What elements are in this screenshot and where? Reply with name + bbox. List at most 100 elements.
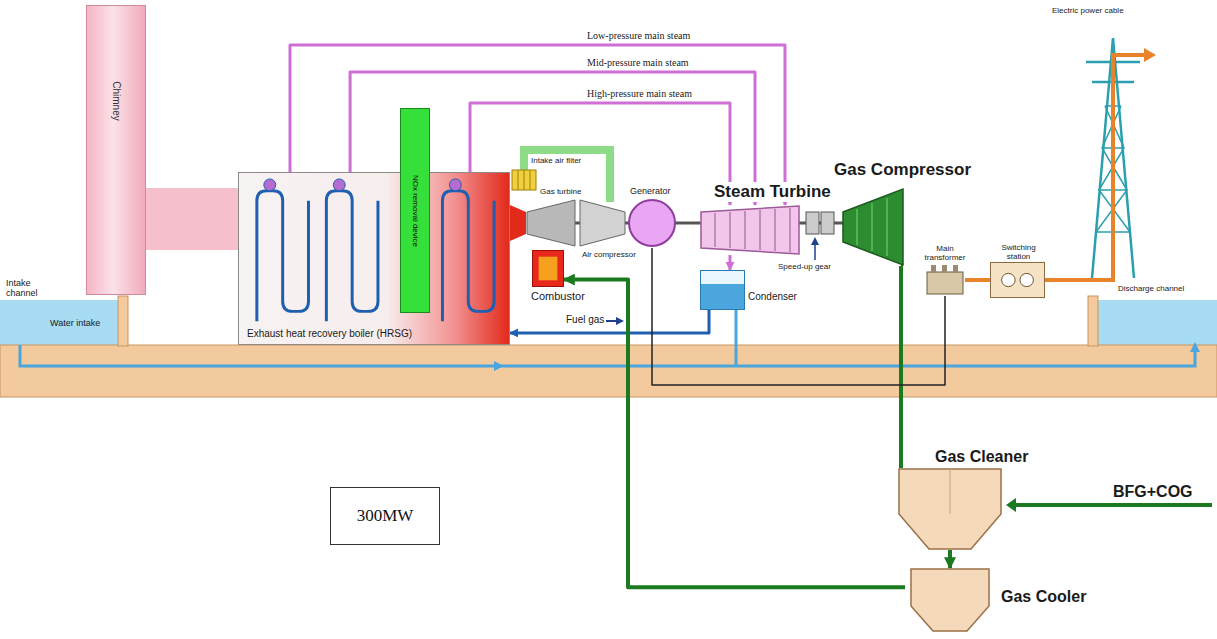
flow-line — [564, 280, 905, 588]
heat-recovery-boiler-shape — [326, 191, 378, 321]
main-transformer-shape — [925, 264, 965, 296]
heat-recovery-boiler-shape — [449, 179, 461, 191]
gas-turbine-set — [527, 200, 575, 246]
ground — [118, 296, 128, 346]
part-label: Intake channel — [6, 278, 64, 299]
fuel-gas-arrow — [606, 320, 617, 322]
gas-inlet-pipe — [1006, 498, 1212, 512]
steam-turbine-label: Steam Turbine — [712, 182, 833, 202]
combustor-label: Combustor — [531, 290, 585, 302]
gas-compressor-label: Gas Compressor — [834, 160, 971, 180]
intake-air-duct — [512, 170, 536, 190]
chimney-label: Chimney — [111, 81, 122, 120]
ground — [1098, 300, 1217, 345]
gas-cooler-shape — [911, 569, 989, 631]
heat-recovery-boiler-shape — [333, 179, 345, 191]
nox-removal-unit-label: NOx removal device — [411, 174, 420, 246]
part-label: Air compressor — [582, 250, 636, 259]
generator-shape — [627, 198, 677, 248]
ground — [0, 345, 1217, 397]
part-label: Electric power cable — [1052, 6, 1124, 15]
flow-label: Mid-pressure main steam — [585, 57, 691, 68]
speed-up-gear — [811, 237, 819, 245]
heat-recovery-boiler: Exhaust heat recovery boiler (HRSG) — [238, 172, 510, 345]
power-cable — [1045, 48, 1156, 280]
speed-up-gear — [821, 212, 834, 234]
cooling-water-pipe — [494, 361, 504, 371]
cooling-water-pipe — [20, 310, 1200, 371]
switching-station-shape — [1020, 273, 1033, 286]
gas-compressor-shape — [842, 188, 904, 266]
gas-cooler: Gas Cooler — [905, 568, 995, 632]
power-cable — [1144, 48, 1156, 62]
heat-recovery-boiler-shape — [264, 179, 276, 191]
combustor: Combustor — [532, 250, 564, 287]
gas-cleaner-label: Gas Cleaner — [935, 448, 1028, 466]
generator: Generator — [627, 198, 677, 248]
part-label: BFG+COG — [1113, 483, 1193, 501]
gas-cleaner: Gas Cleaner — [895, 468, 1005, 550]
fuel-gas-arrow — [616, 317, 624, 325]
main-transformer-shape — [953, 265, 958, 273]
switching-station-shape — [991, 263, 1044, 297]
steam-turbine: Steam Turbine — [700, 205, 800, 255]
capacity-box: 300MW — [330, 487, 440, 545]
main-transformer-shape — [931, 265, 936, 273]
heat-recovery-boiler-shape — [257, 191, 309, 321]
main-transformer-label: Main transformer — [919, 244, 971, 262]
cooling-water-pipe — [20, 345, 1195, 366]
part-label: Gas turbine — [540, 187, 581, 196]
part-label: Fuel gas — [566, 314, 604, 325]
gas-compressor-shape — [857, 198, 887, 256]
gas-compressor-shape — [843, 189, 903, 265]
gas-compressor: Gas Compressor — [842, 188, 904, 266]
generator-label: Generator — [630, 186, 671, 196]
fuel-gas-arrow — [606, 317, 624, 325]
gas-cooler-shape — [905, 568, 995, 632]
ground — [0, 296, 1217, 397]
ground — [1088, 296, 1098, 346]
steam-turbine-shape — [700, 205, 800, 255]
heat-recovery-boiler-shape — [239, 173, 509, 344]
main-transformer-shape — [927, 272, 963, 294]
cooling-water-pipe — [1190, 342, 1200, 352]
gas-cleaner-shape — [950, 469, 951, 514]
flow-line — [729, 255, 732, 270]
speed-up-gear — [806, 212, 834, 260]
gas-cleaner-shape — [895, 468, 1005, 550]
switching-station-shape — [1002, 273, 1015, 286]
switching-station: Switching station — [990, 262, 1045, 298]
condenser-label: Condenser — [748, 291, 797, 302]
gas-turbine-set — [580, 200, 625, 246]
part-label: Intake air filter — [531, 156, 581, 165]
capacity-box-label: 300MW — [357, 506, 414, 526]
gas-cooler-label: Gas Cooler — [1001, 588, 1086, 606]
flow-label: High-pressure main steam — [585, 88, 694, 99]
exhaust-duct — [146, 188, 240, 250]
heat-recovery-boiler-shape — [442, 191, 494, 321]
part-label: Speed-up gear — [778, 262, 831, 271]
steam-turbine-shape — [715, 208, 790, 252]
intake-air-duct — [518, 170, 530, 190]
combustor-shape — [533, 251, 563, 286]
speed-up-gear — [806, 212, 819, 234]
cooling-water-pipe — [735, 310, 738, 366]
power-cable — [1045, 55, 1146, 280]
intake-air-duct — [524, 150, 610, 202]
switching-station-label: Switching station — [991, 243, 1046, 261]
ground — [0, 300, 118, 345]
gas-inlet-pipe — [1014, 503, 1212, 507]
heat-recovery-boiler-label: Exhaust heat recovery boiler (HRSG) — [247, 328, 412, 339]
part-label: Water intake — [50, 318, 100, 328]
flow-line — [965, 278, 990, 282]
condenser: Condenser — [700, 270, 745, 310]
flow-label: Low-pressure main steam — [585, 30, 692, 41]
intake-air-duct — [512, 150, 610, 202]
steam-turbine-shape — [701, 206, 799, 254]
chimney: Chimney — [86, 5, 146, 295]
gas-turbine-set — [510, 205, 526, 241]
nox-removal-unit: NOx removal device — [400, 108, 430, 313]
gas-inlet-pipe — [1006, 498, 1016, 512]
main-transformer: Main transformer — [925, 264, 965, 296]
